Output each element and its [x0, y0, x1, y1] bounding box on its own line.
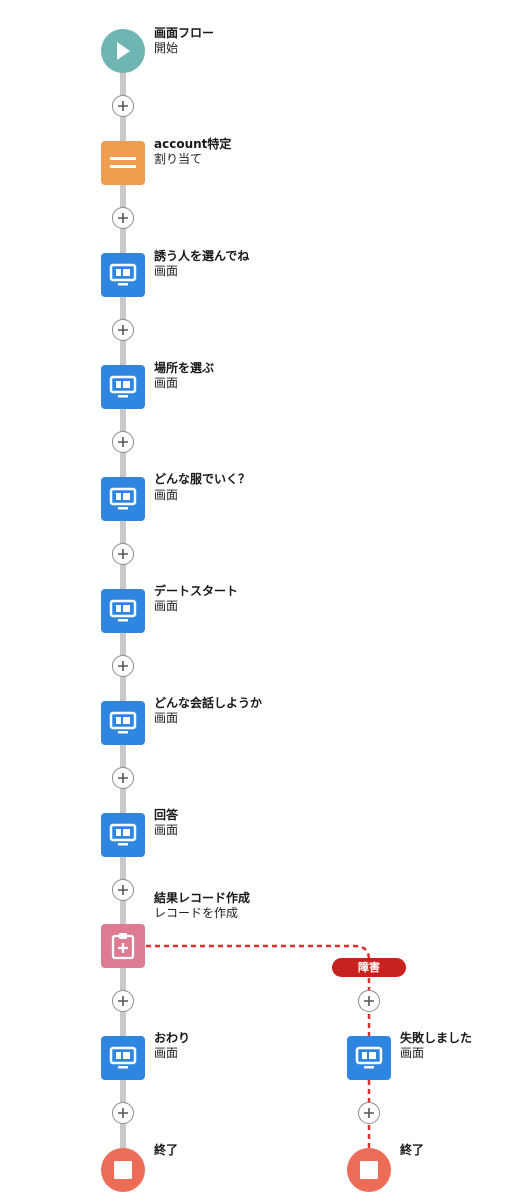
add-element-button[interactable]: [112, 431, 134, 453]
assignment-icon: [110, 157, 136, 168]
stop-icon: [114, 1161, 132, 1179]
add-element-button[interactable]: [112, 543, 134, 565]
plus-icon: [118, 213, 128, 223]
plus-icon: [118, 101, 128, 111]
fault-screen-node-subtitle: 画面: [400, 1046, 425, 1060]
screen-node-title: 回答: [154, 808, 179, 822]
end-node-icon[interactable]: [101, 1148, 145, 1192]
plus-icon: [118, 437, 128, 447]
screen-node-icon[interactable]: [101, 813, 145, 857]
screen-node-title: どんな会話しようか: [154, 696, 263, 710]
plus-icon: [118, 1108, 128, 1118]
plus-icon: [118, 325, 128, 335]
screen-node-subtitle: 画面: [154, 376, 179, 390]
fault-badge: 障害: [332, 958, 406, 977]
fault-add-element-button[interactable]: [358, 1102, 380, 1124]
plus-icon: [364, 1108, 374, 1118]
end-node-title: 終了: [154, 1143, 179, 1157]
screen-icon: [109, 263, 137, 286]
screen-node-subtitle: 画面: [154, 711, 179, 725]
add-element-button[interactable]: [112, 207, 134, 229]
start-node-title: 画面フロー: [154, 26, 215, 40]
screen-node-title: どんな服でいく？: [154, 472, 251, 486]
add-element-button[interactable]: [112, 1102, 134, 1124]
assignment-node-icon[interactable]: [101, 141, 145, 185]
screen-node-icon[interactable]: [101, 1036, 145, 1080]
screen-node-subtitle: 画面: [154, 599, 179, 613]
screen-node-title: デートスタート: [154, 584, 239, 598]
play-icon: [117, 42, 130, 60]
plus-icon: [118, 661, 128, 671]
screen-icon: [109, 599, 137, 622]
screen-icon: [109, 487, 137, 510]
fault-screen-node-title: 失敗しました: [400, 1031, 473, 1045]
screen-node-subtitle: 画面: [154, 488, 179, 502]
screen-node-icon[interactable]: [101, 477, 145, 521]
assignment-node-subtitle: 割り当て: [154, 152, 203, 166]
fault-end-node-title: 終了: [400, 1143, 425, 1157]
screen-node-subtitle: 画面: [154, 823, 179, 837]
create-record-node-icon[interactable]: [101, 924, 145, 968]
add-element-button[interactable]: [112, 767, 134, 789]
plus-icon: [118, 885, 128, 895]
screen-icon: [109, 711, 137, 734]
add-element-button[interactable]: [112, 879, 134, 901]
create-record-node-title: 結果レコード作成: [154, 891, 251, 905]
screen-node-icon[interactable]: [101, 701, 145, 745]
screen-icon: [109, 1046, 137, 1069]
screen-node-title: 場所を選ぶ: [154, 361, 215, 375]
screen-node-subtitle: 画面: [154, 264, 179, 278]
create-record-node-subtitle: レコードを作成: [154, 906, 239, 920]
plus-icon: [118, 996, 128, 1006]
assignment-node-title: account特定: [154, 137, 232, 151]
start-node-icon[interactable]: [101, 29, 145, 73]
screen-node-icon[interactable]: [101, 365, 145, 409]
add-element-button[interactable]: [112, 319, 134, 341]
fault-end-node-icon[interactable]: [347, 1148, 391, 1192]
plus-icon: [118, 549, 128, 559]
screen-icon: [109, 823, 137, 846]
add-element-button[interactable]: [112, 990, 134, 1012]
stop-icon: [360, 1161, 378, 1179]
screen-icon: [355, 1046, 383, 1069]
start-node-subtitle: 開始: [154, 41, 179, 55]
screen-icon: [109, 375, 137, 398]
screen-node-icon[interactable]: [101, 589, 145, 633]
screen-node-icon[interactable]: [101, 253, 145, 297]
fault-screen-node-icon[interactable]: [347, 1036, 391, 1080]
add-element-button[interactable]: [112, 655, 134, 677]
screen-node-title: 誘う人を選んでね: [154, 249, 250, 263]
plus-icon: [364, 996, 374, 1006]
add-element-button[interactable]: [112, 95, 134, 117]
create-record-icon: [111, 933, 135, 960]
screen-node-subtitle: 画面: [154, 1046, 179, 1060]
plus-icon: [118, 773, 128, 783]
fault-add-element-button[interactable]: [358, 990, 380, 1012]
screen-node-title: おわり: [154, 1031, 191, 1045]
